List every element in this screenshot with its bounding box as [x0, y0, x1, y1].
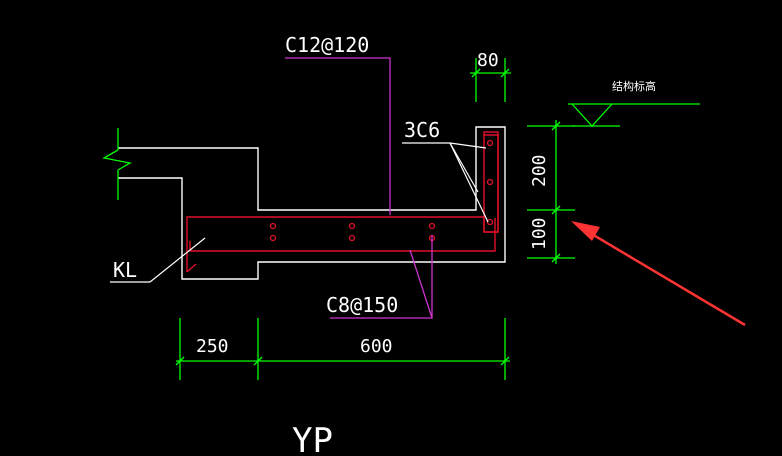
bottom-bar: [189, 218, 496, 252]
dimensions: [175, 58, 700, 380]
white-leaders: [110, 142, 489, 283]
break-line: [102, 128, 132, 200]
beam-label: KL: [113, 258, 137, 282]
dim-200-label: 200: [529, 154, 550, 187]
dim-250-label: 250: [196, 336, 229, 357]
elevation-label: 结构标高: [612, 79, 656, 93]
rebar-dots: [269, 139, 494, 242]
red-arrow: [571, 221, 746, 327]
corner-bars-label: 3C6: [404, 118, 440, 142]
bottom-rebar-label: C8@150: [326, 293, 398, 317]
magenta-leaders: [285, 57, 433, 319]
beam-leader: [110, 237, 206, 283]
top-rebar-label: C12@120: [285, 33, 369, 57]
concrete-outline: [118, 126, 506, 280]
slab-top-left-outline: [118, 126, 506, 280]
dim-600-label: 600: [360, 336, 393, 357]
dim-100-label: 100: [529, 217, 550, 250]
top-rebar-leader: [285, 57, 391, 215]
corner-stirrup: [483, 131, 499, 233]
section-title: YP: [292, 421, 333, 456]
width-80-label: 80: [477, 50, 499, 71]
rebar-cage: [186, 131, 499, 273]
hook-left: [186, 263, 197, 273]
